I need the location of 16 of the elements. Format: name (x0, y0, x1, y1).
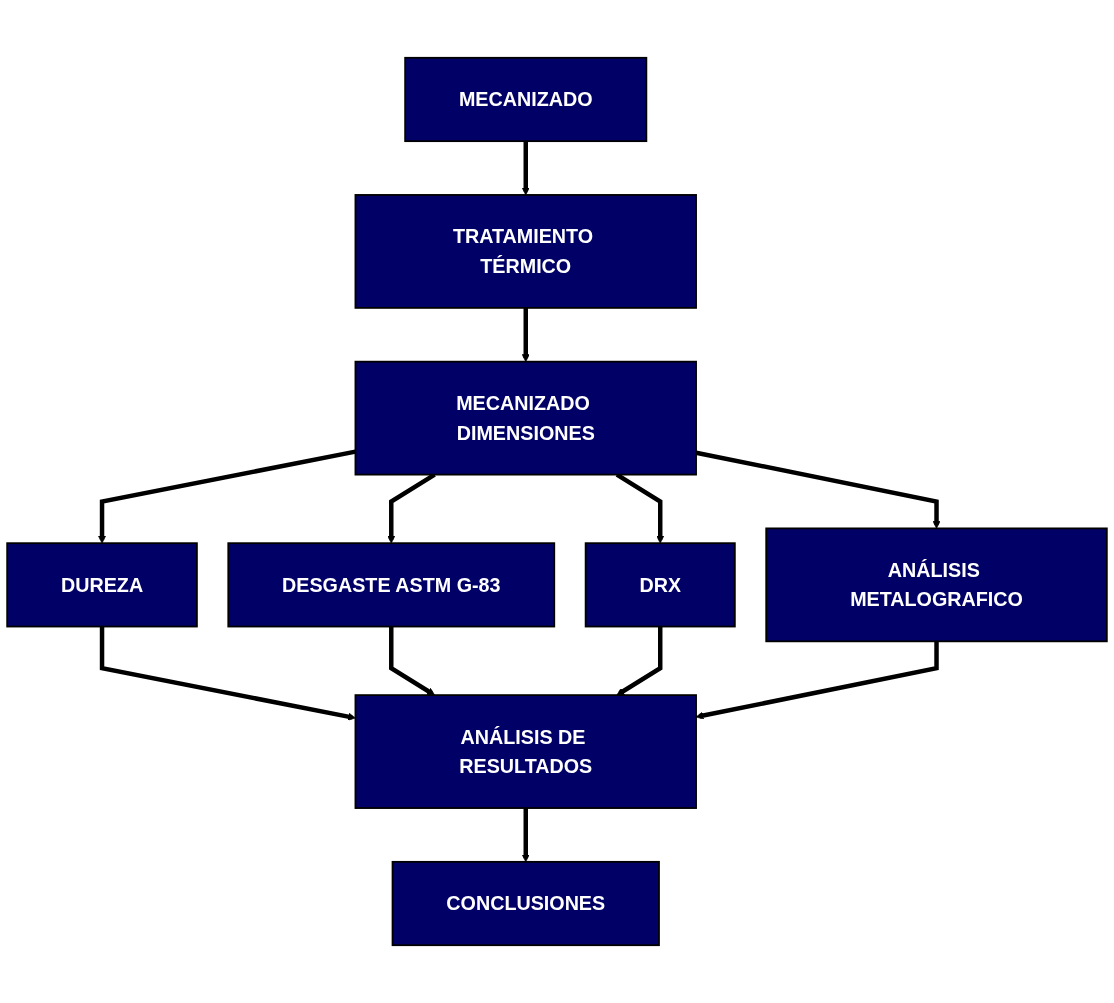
node-box: MECANIZADO (404, 56, 648, 143)
node-box: ANÁLISIS DE RESULTADOS (354, 694, 697, 809)
node-box: ANÁLISIS METALOGRAFICO (765, 527, 1108, 643)
node-box: TRATAMIENTO TÉRMICO (354, 194, 697, 309)
arrow (521, 141, 530, 196)
arrow (389, 626, 435, 696)
node-box: CONCLUSIONES (391, 860, 660, 947)
arrow (521, 808, 530, 863)
node-box: DESGASTE ASTM G-83 (227, 542, 556, 628)
arrow (616, 626, 663, 696)
node-box: DRX (584, 542, 736, 628)
arrow (521, 307, 530, 363)
arrow (98, 449, 356, 544)
node-box: DUREZA (6, 542, 198, 628)
arrow (99, 626, 356, 721)
node-box: MECANIZADO DIMENSIONES (354, 360, 697, 476)
